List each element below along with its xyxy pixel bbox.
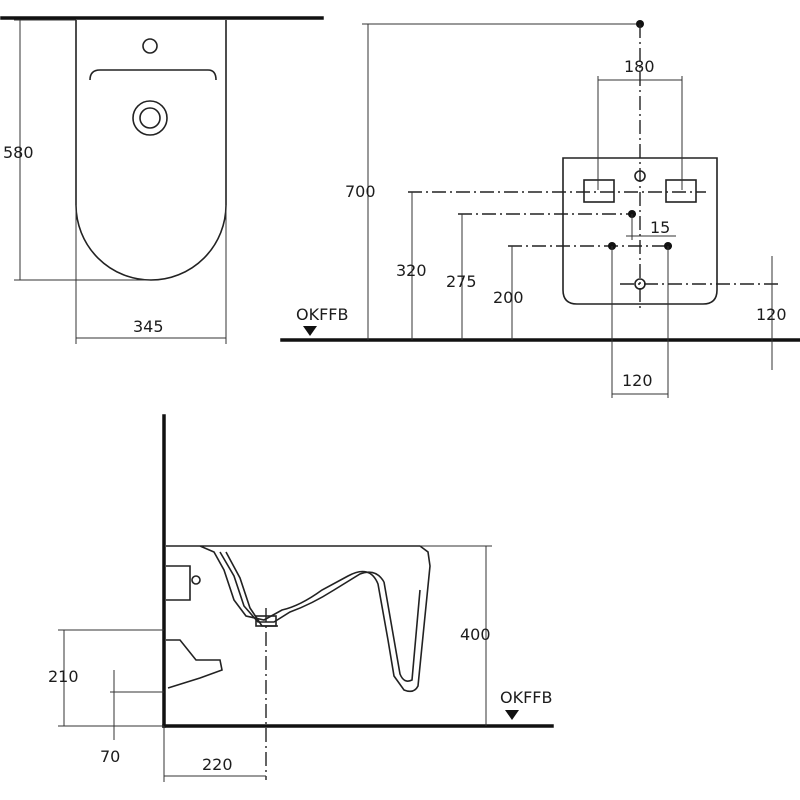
front-view: 580 345 [0,16,324,344]
floor-marker-side-icon [505,710,519,720]
dim-label-275: 275 [446,272,477,291]
dim-label-120-waste: 120 [756,305,787,324]
fixing-slot-left [583,179,615,203]
tap-hole-icon [142,38,158,54]
floor-label-okffb-side: OKFFB [500,688,552,707]
bowl-rim-line [89,69,217,81]
pedestal-inner-line [383,581,421,682]
waste-pipe-outline [166,639,223,689]
dim-label-700: 700 [345,182,376,201]
drain-inner-icon [139,107,161,129]
fixing-slot-right [665,179,697,203]
wall-view: OKFFB 700 180 320 275 15 [280,20,800,398]
dim-label-320: 320 [396,261,427,280]
floor-label-okffb: OKFFB [296,305,348,324]
dim-label-70: 70 [100,747,120,766]
dim-label-200: 200 [493,288,524,307]
dim-label-120-spacing: 120 [622,371,653,390]
fixing-bolt-side-icon [191,575,201,585]
dim-label-345: 345 [133,317,164,336]
floor-marker-icon [303,326,317,336]
dim-label-180: 180 [624,57,655,76]
drain-outer-icon [132,100,168,136]
dim-label-220: 220 [202,755,233,774]
rear-fixing-block [166,565,191,601]
bidet-outline-top [75,20,227,281]
bowl-inner-contour [219,551,385,623]
dim-label-400: 400 [460,625,491,644]
dim-label-15: 15 [650,218,670,237]
dim-label-580: 580 [3,143,34,162]
dim-label-210: 210 [48,667,79,686]
side-view: OKFFB 400 210 70 220 [48,414,554,782]
bidet-rear-outline [562,157,718,305]
